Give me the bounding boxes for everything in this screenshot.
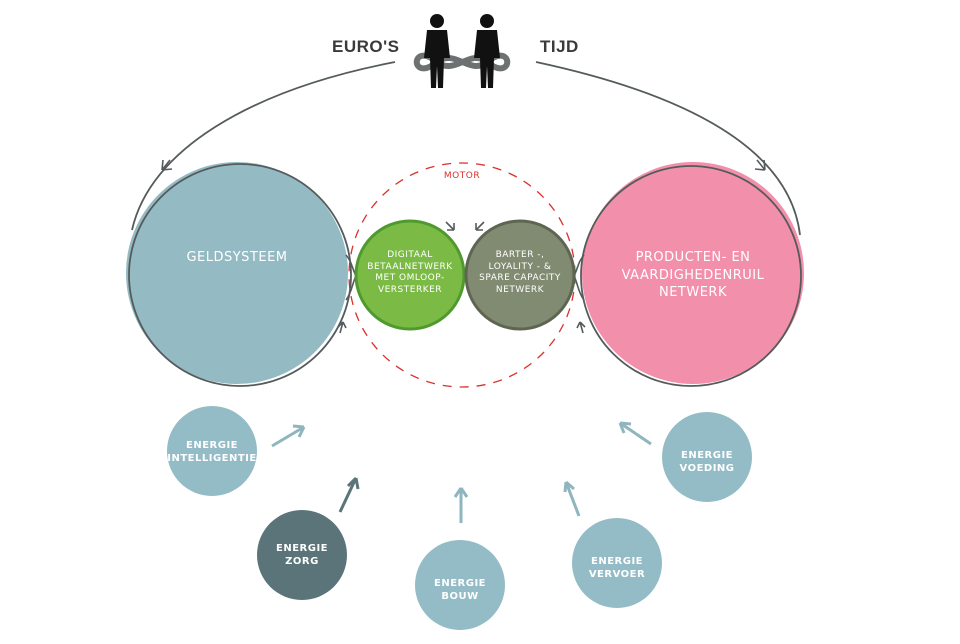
energie-bouw-line-1: ENERGIE bbox=[434, 578, 486, 589]
arrow-vervoer bbox=[563, 480, 581, 517]
digitaal-line-2: BETAALNETWERK bbox=[367, 261, 453, 272]
arc-right bbox=[535, 61, 801, 236]
energie-voeding-line-1: ENERGIE bbox=[681, 450, 733, 461]
barter-line-2: LOYALITY - & bbox=[488, 261, 552, 272]
energie-zorg-line-2: ZORG bbox=[285, 556, 319, 567]
digitaal-line-4: VERSTERKER bbox=[377, 285, 443, 296]
energie-voeding-circle bbox=[662, 412, 752, 502]
digitaal-line-3: MET OMLOOP- bbox=[375, 273, 445, 284]
arrow-motor-left bbox=[337, 321, 347, 334]
arrow-motor-topright bbox=[475, 221, 485, 231]
barter-label: BARTER -, LOYALITY - & SPARE CAPACITY NE… bbox=[466, 250, 574, 297]
digitaal-line-1: DIGITAAL bbox=[387, 250, 433, 260]
producten-label: PRODUCTEN- EN VAARDIGHEDENRUIL NETWERK bbox=[593, 249, 793, 302]
geldsysteem-label: GELDSYSTEEM bbox=[186, 250, 288, 265]
producten-line-2: VAARDIGHEDENRUIL bbox=[621, 267, 765, 283]
energy-arrows bbox=[271, 421, 652, 523]
arc-left bbox=[131, 61, 396, 231]
arrow-left-top bbox=[161, 159, 173, 171]
digitaal-circle bbox=[354, 219, 466, 331]
energie-bouw-label: ENERGIE BOUW bbox=[410, 577, 510, 603]
energie-intelligentie-label: ENERGIE INTELLIGENTIE bbox=[162, 439, 262, 465]
digitaal-label: DIGITAAL BETAALNETWERK MET OMLOOP- VERST… bbox=[356, 250, 464, 297]
producten-line-3: NETWERK bbox=[658, 285, 727, 301]
producten-line-1: PRODUCTEN- EN bbox=[635, 250, 751, 265]
geldsysteem-outline bbox=[128, 163, 352, 387]
energie-vervoer-line-1: ENERGIE bbox=[591, 556, 643, 567]
euros-label: EURO'S bbox=[332, 37, 400, 56]
energie-intelligentie-circle bbox=[167, 406, 257, 496]
geldsysteem-circle bbox=[126, 162, 348, 384]
producten-circle bbox=[582, 162, 804, 384]
energie-vervoer-line-2: VERVOER bbox=[588, 569, 646, 580]
energie-intelligentie-line-2: INTELLIGENTIE bbox=[167, 453, 257, 464]
energie-vervoer-circle bbox=[572, 518, 662, 608]
energie-vervoer-label: ENERGIE VERVOER bbox=[567, 555, 667, 581]
energie-bouw-line-2: BOUW bbox=[441, 591, 479, 602]
two-people-infinity-icon bbox=[413, 14, 511, 88]
motor-label: MOTOR bbox=[443, 171, 481, 181]
energie-voeding-label: ENERGIE VOEDING bbox=[657, 449, 757, 475]
energie-zorg-line-1: ENERGIE bbox=[276, 543, 328, 554]
producten-outline bbox=[580, 165, 802, 387]
arrow-voeding bbox=[618, 421, 652, 446]
barter-line-3: SPARE CAPACITY bbox=[479, 273, 561, 284]
arrow-motor-right bbox=[576, 321, 586, 334]
arrow-zorg bbox=[338, 476, 360, 513]
tijd-label: TIJD bbox=[540, 37, 579, 56]
barter-line-1: BARTER -, bbox=[495, 250, 545, 260]
barter-line-4: NETWERK bbox=[495, 285, 545, 296]
energie-zorg-circle bbox=[257, 510, 347, 600]
arrow-right-top bbox=[754, 159, 766, 171]
arrow-intelligentie bbox=[271, 424, 306, 448]
energie-voeding-line-2: VOEDING bbox=[679, 463, 735, 474]
barter-circle bbox=[464, 219, 576, 331]
energie-bouw-circle bbox=[415, 540, 505, 630]
arrow-motor-topleft bbox=[445, 221, 455, 231]
energie-zorg-label: ENERGIE ZORG bbox=[252, 542, 352, 568]
energie-intelligentie-line-1: ENERGIE bbox=[186, 440, 238, 451]
arrow-bouw bbox=[453, 487, 469, 523]
